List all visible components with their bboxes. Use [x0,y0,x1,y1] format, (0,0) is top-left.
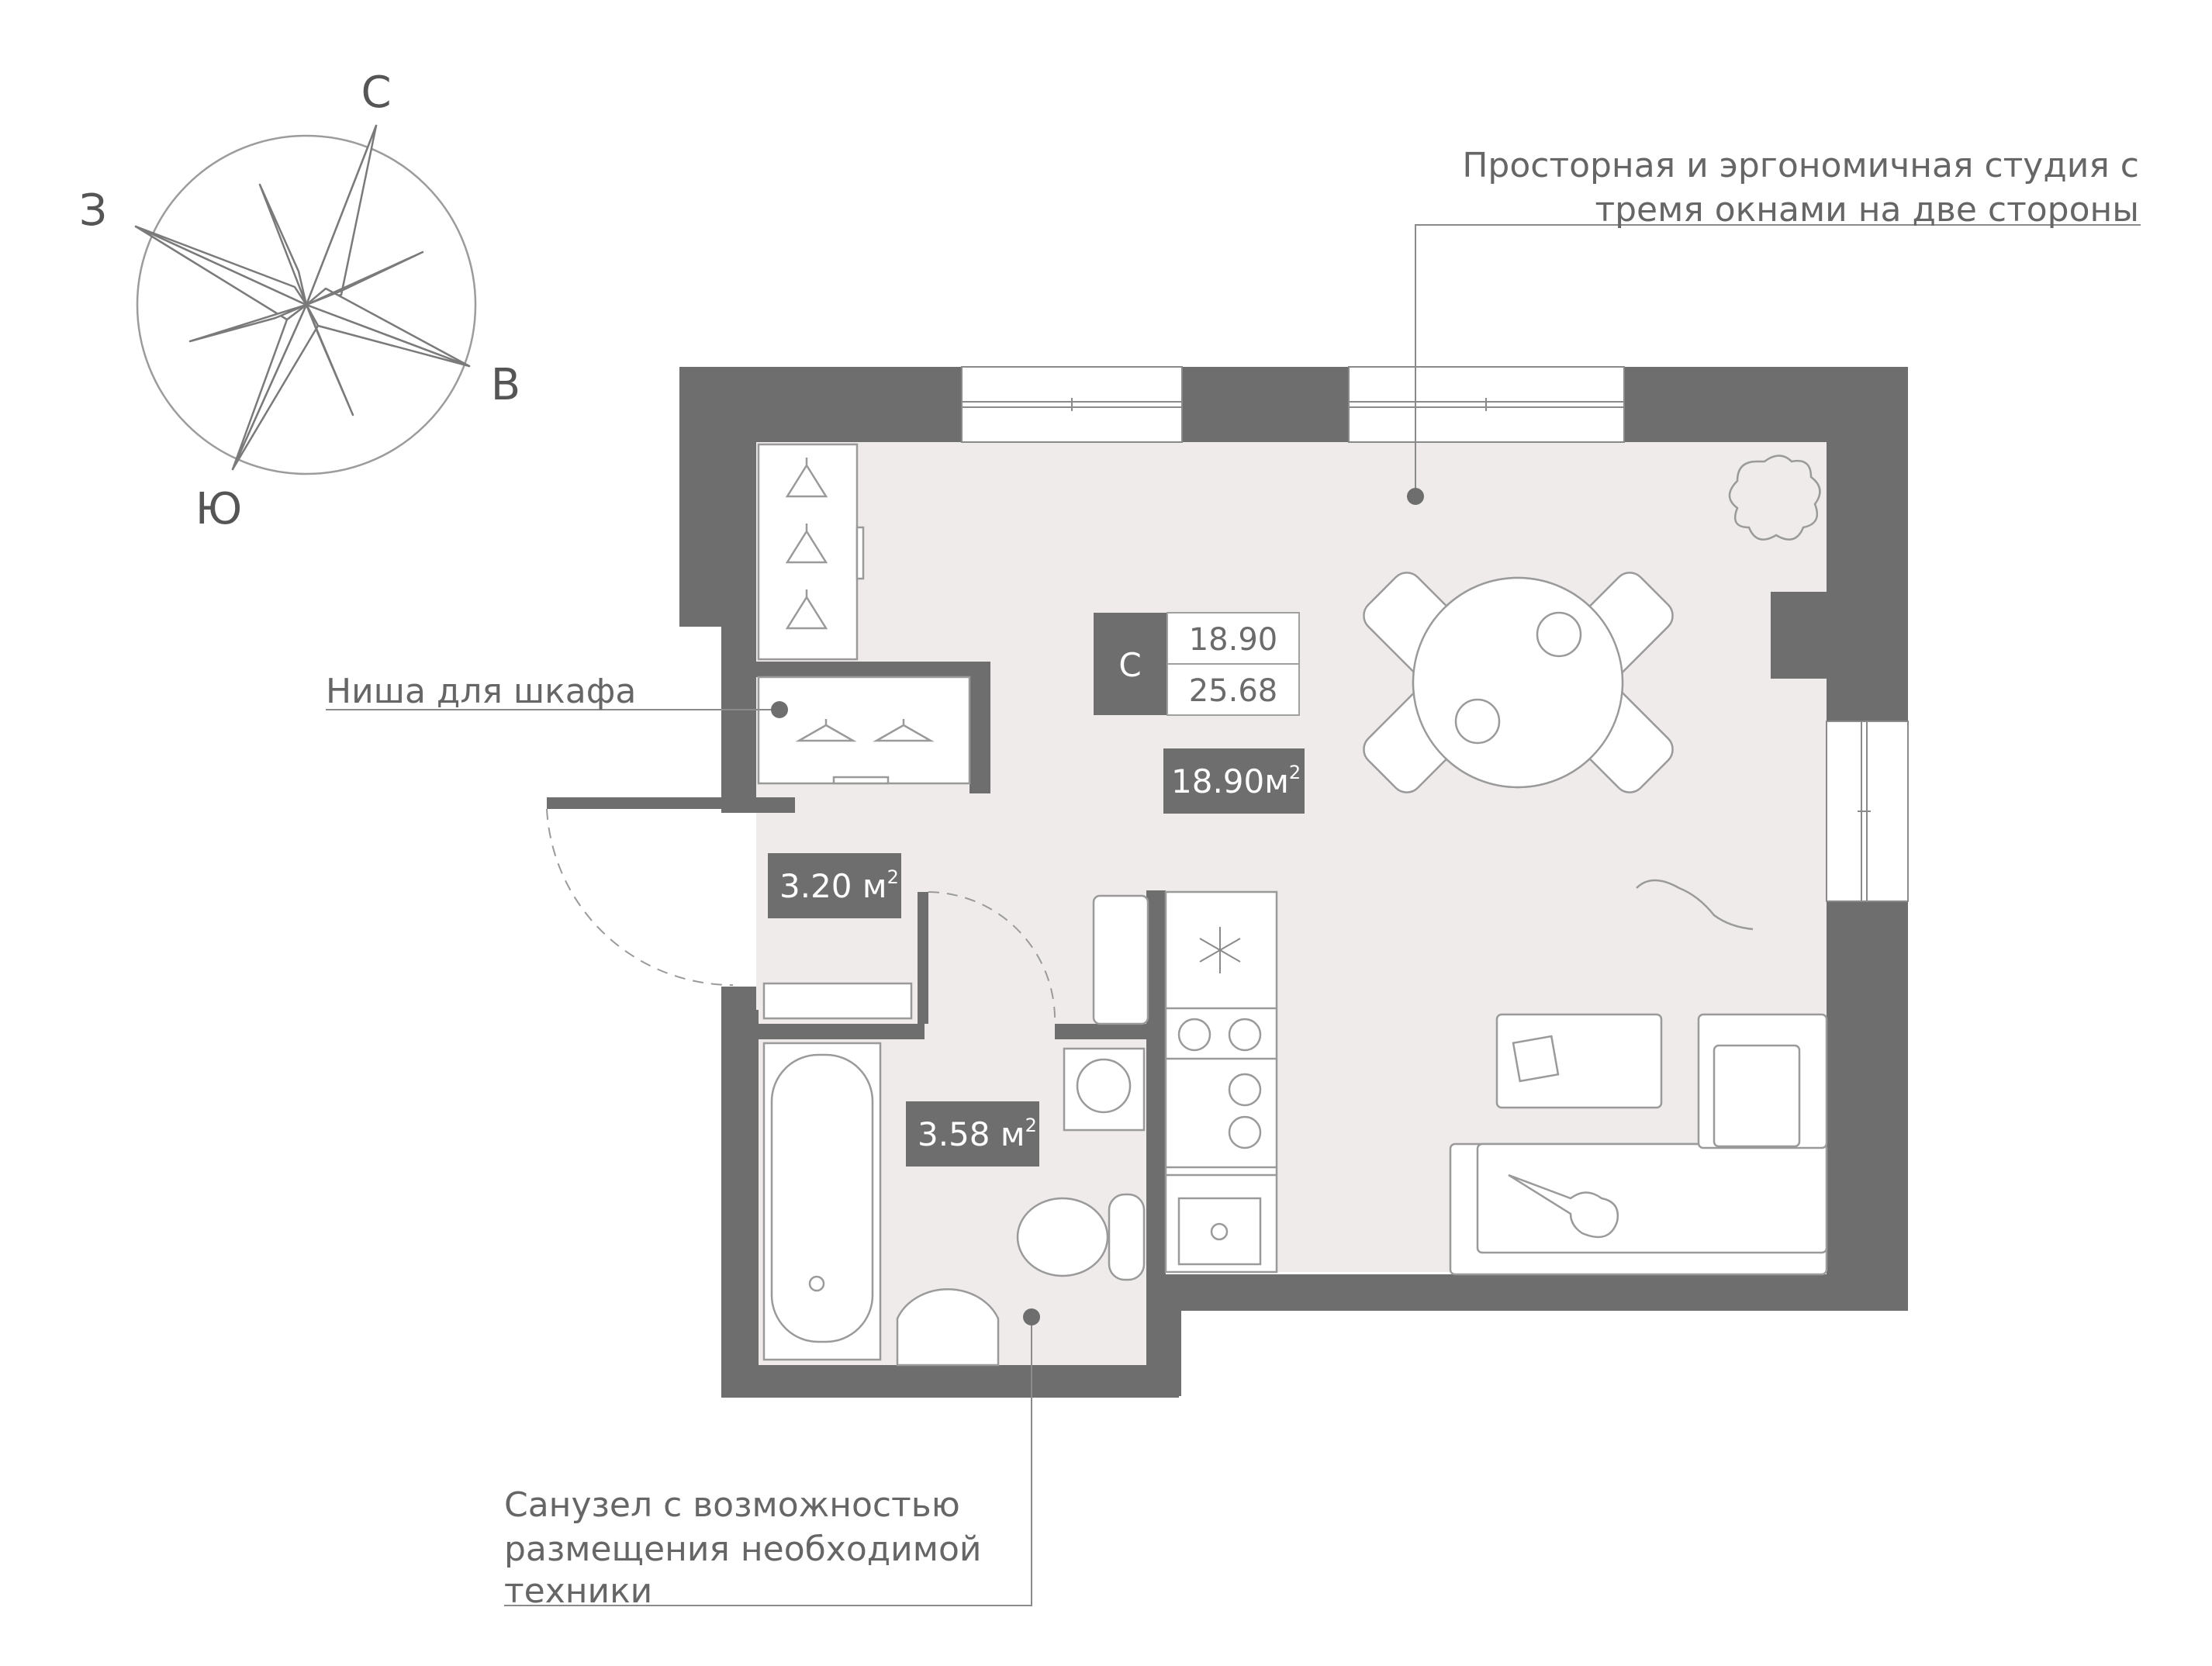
studio-area: 18.90м [1171,762,1289,800]
living-area-value: 18.90 [1189,622,1278,658]
bathroom-door-swing [928,891,1056,1025]
plant-icon [1728,455,1821,541]
wardrobe [757,443,859,661]
bathroom-area: 3.58 м [918,1115,1025,1153]
stove-burner [1228,1018,1262,1052]
compass-west-label: З [79,185,107,236]
stove-burner [1228,1073,1262,1107]
bathroom-area-badge: 3.58 м2 [906,1101,1039,1167]
leader-lines [326,224,2141,1606]
bathroom-annotation-line2: размещения необходимой [504,1529,981,1569]
studio-area-sup: 2 [1289,762,1301,783]
compass-star-icon [134,124,471,471]
hanger-icon [785,458,828,630]
studio-annotation-line1: Просторная и эргономичная студия с [1462,146,2139,185]
svg-text:3.20 м2: 3.20 м2 [779,866,899,905]
entrance-door-swing [546,808,734,987]
compass-circle [136,134,477,475]
svg-text:18.90м2: 18.90м2 [1171,762,1301,800]
snowflake-icon [1199,927,1241,973]
violin-icon [1508,1173,1619,1239]
stove-burner [1177,1018,1211,1052]
bathroom-annotation-line1: Санузел с возможностью [504,1485,960,1525]
bathroom-marker-dot [1023,1308,1040,1326]
niche-annotation: Ниша для шкафа [326,672,636,711]
furniture [757,443,1828,1367]
hall-area: 3.20 м [779,867,887,905]
cat-icon [1636,879,1754,931]
studio-marker-dot [1407,488,1424,505]
compass-north-label: С [361,67,391,118]
hall-area-sup: 2 [887,866,899,888]
studio-annotation-line2: тремя окнами на две стороны [1595,190,2139,230]
shoe-rack [762,982,913,1020]
toilet-bowl [1016,1197,1109,1277]
total-area-value: 25.68 [1189,673,1278,709]
studio-area-badge: 18.90м2 [1163,748,1305,814]
plate [1536,611,1582,658]
svg-text:3.58 м2: 3.58 м2 [918,1115,1037,1153]
walls [547,367,1908,1398]
niche-marker-dot [771,701,788,718]
apartment-type-badge: С 18.90 25.68 [1094,612,1300,716]
stove-burner [1228,1115,1262,1149]
hall-area-badge: 3.20 м2 [768,853,901,918]
hanger-icon [795,719,935,742]
compass-east-label: В [491,360,520,410]
bathroom-area-sup: 2 [1025,1115,1037,1136]
niche-wardrobe [757,676,971,785]
compass-south-label: Ю [195,484,242,534]
apartment-type: С [1118,646,1141,684]
fridge [1092,894,1149,1025]
plate [1454,698,1501,745]
windows [961,366,1909,902]
compass-rose: С В Ю З [79,67,520,534]
washbasin [896,1288,1000,1367]
bathroom-annotation-line3: техники [504,1571,652,1611]
toilet-tank [1108,1193,1146,1281]
